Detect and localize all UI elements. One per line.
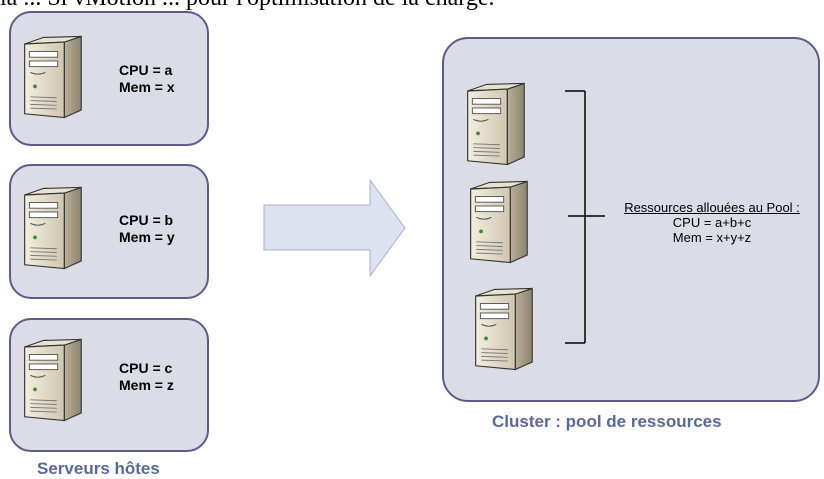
host-mem: Mem = z [119,377,174,393]
host-spec-2: CPU = b Mem = y [119,212,175,246]
host-spec-3: CPU = c Mem = z [119,360,174,394]
pool-title: Ressources allouées au Pool : [624,200,800,215]
server-icon [468,83,525,164]
server-icon [476,288,533,369]
pool-cpu: CPU = a+b+c [672,215,752,230]
host-cpu: CPU = a [119,62,173,78]
cluster-caption: Cluster : pool de ressources [492,412,722,431]
host-mem: Mem = x [119,79,175,95]
host-server-card-2: CPU = b Mem = y [9,164,209,299]
pool-resources: Ressources allouées au Pool : CPU = a+b+… [606,200,818,245]
host-spec-1: CPU = a Mem = x [119,62,175,96]
host-server-card-3: CPU = c Mem = z [9,318,209,452]
server-icon [471,181,528,262]
host-cpu: CPU = c [119,360,173,376]
host-mem: Mem = y [119,229,175,245]
pool-mem: Mem = x+y+z [672,230,752,245]
bracket-icon [565,90,605,344]
host-cpu: CPU = b [119,212,174,228]
hosts-caption: Serveurs hôtes [37,459,160,478]
host-server-card-1: CPU = a Mem = x [9,11,209,146]
intro-text: la ... Si vMotion ... pour l'optimisatio… [0,0,824,10]
